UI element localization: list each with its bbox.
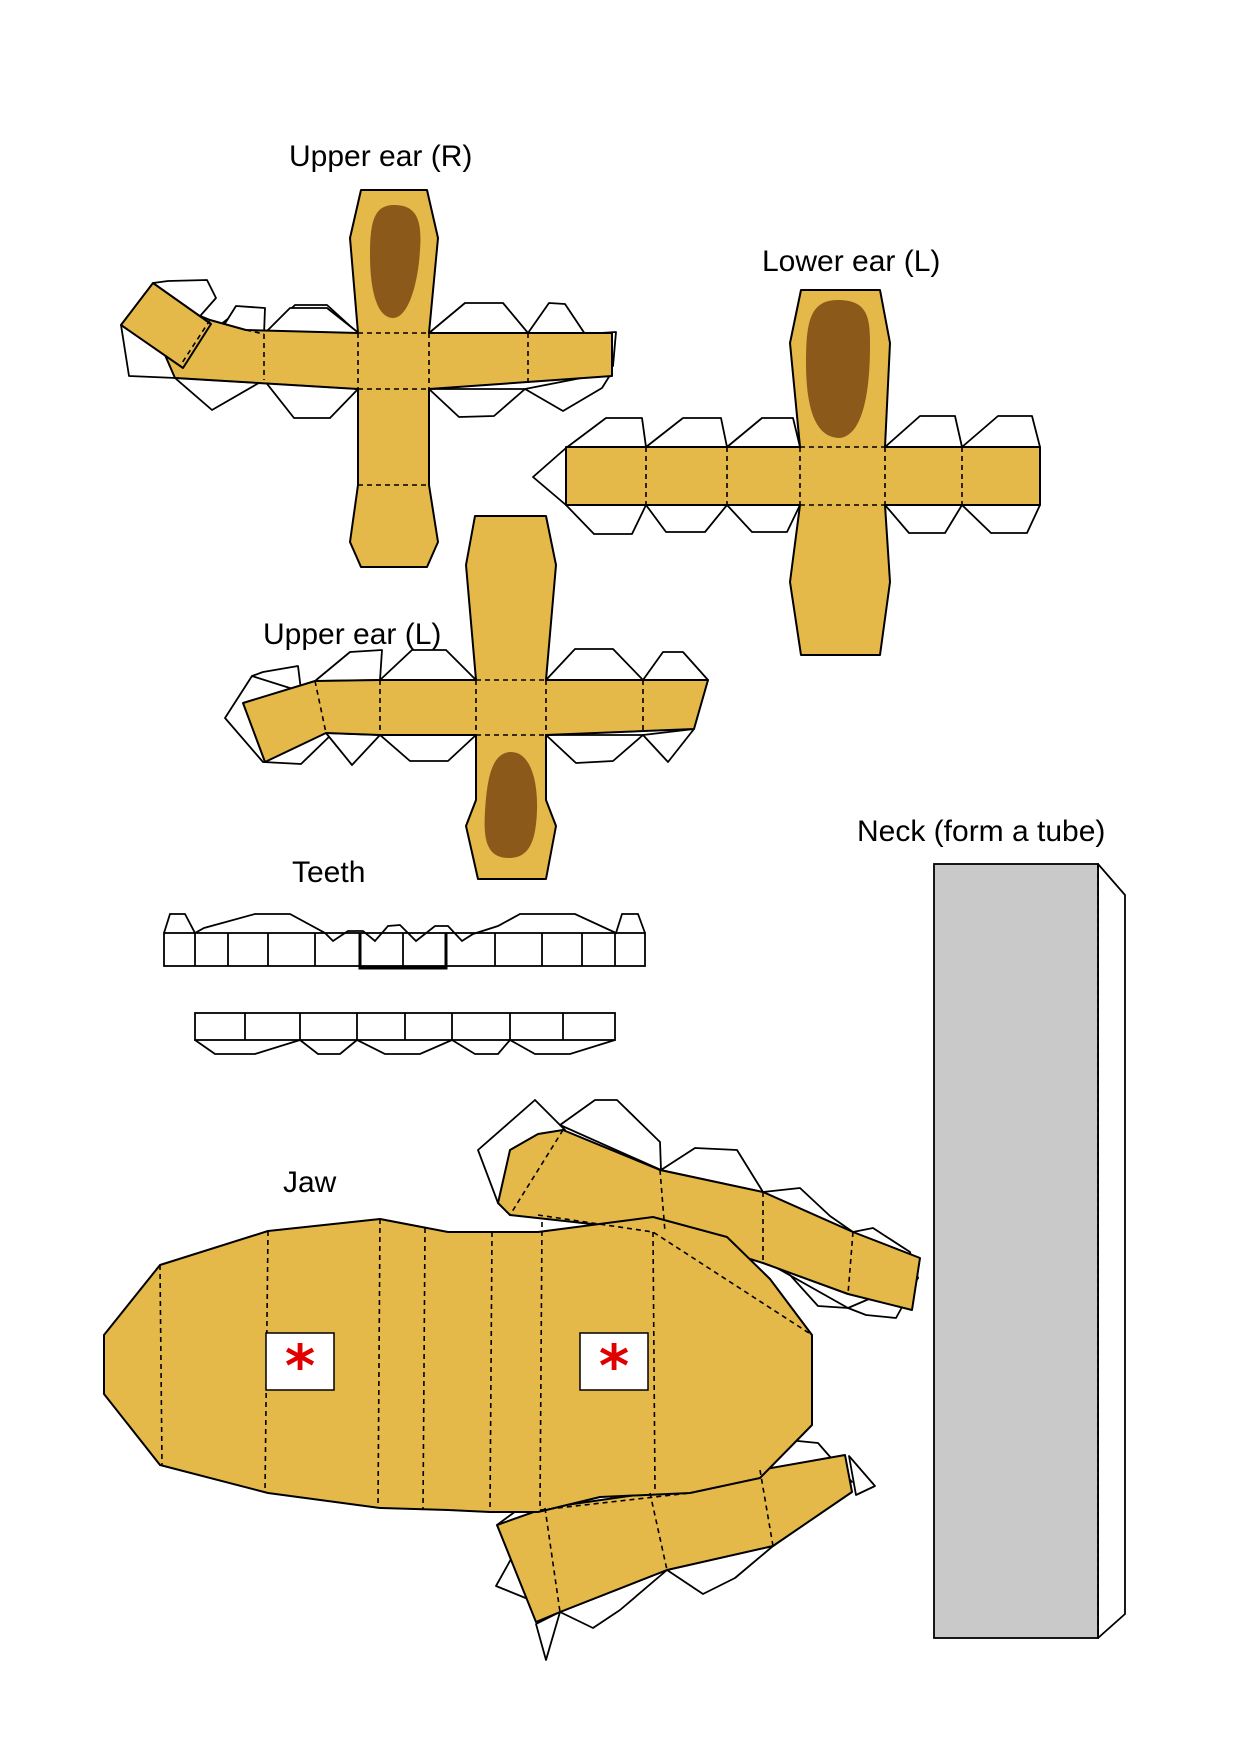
jaw-arm-upper — [497, 1129, 921, 1311]
label-teeth: Teeth — [292, 856, 365, 889]
fold-line — [847, 1231, 854, 1295]
neck-glue-flap — [1097, 863, 1126, 1639]
ear-body — [242, 515, 709, 880]
ear-tab-arm — [120, 282, 212, 369]
glue-tab — [565, 504, 647, 535]
glue-tab — [527, 302, 586, 335]
upper-ear-left-piece — [224, 515, 709, 880]
glue-tab — [565, 417, 647, 449]
glue-tab — [428, 388, 526, 418]
teeth-tab-outline — [163, 913, 646, 943]
fold-line — [174, 377, 359, 390]
label-neck: Neck (form a tube) — [857, 815, 1105, 848]
jaw-arm-lower — [496, 1454, 853, 1623]
label-lower-ear-left: Lower ear (L) — [762, 245, 940, 278]
fold-line — [659, 1169, 666, 1233]
fold-line — [539, 1221, 543, 1511]
teeth-lower-strip — [194, 1012, 616, 1055]
label-upper-ear-right: Upper ear (R) — [289, 140, 472, 173]
glue-tab — [884, 504, 963, 534]
fold-line — [539, 1477, 761, 1511]
glue-tab — [961, 504, 1041, 534]
ear-body — [157, 189, 613, 568]
inner-ear-patch — [484, 752, 538, 858]
fold-line — [537, 1214, 813, 1336]
fold-line — [179, 319, 211, 367]
glue-mark-left: * — [285, 1332, 315, 1400]
glue-tab — [532, 447, 567, 506]
fold-line — [377, 1218, 381, 1509]
glue-tab — [642, 651, 709, 681]
fold-line — [264, 1230, 269, 1494]
glue-window-left — [265, 1332, 335, 1391]
teeth-row — [163, 932, 646, 967]
fold-line — [489, 1231, 493, 1513]
glue-tab — [726, 504, 801, 533]
neck-piece — [933, 863, 1126, 1639]
glue-tab — [545, 648, 644, 681]
label-jaw: Jaw — [283, 1166, 337, 1199]
glue-tab — [379, 734, 477, 762]
glue-tab — [642, 728, 695, 763]
fold-line — [245, 329, 265, 335]
label-upper-ear-left: Upper ear (L) — [263, 618, 441, 651]
glue-tab — [726, 417, 801, 448]
teeth-upper-strip — [163, 913, 646, 970]
glue-tab — [314, 649, 383, 682]
glue-tab — [428, 302, 529, 334]
ear-body — [565, 289, 1041, 656]
glue-tab — [645, 417, 728, 448]
inner-ear-patch — [370, 205, 421, 318]
inner-ear-patch — [806, 300, 870, 438]
glue-tab — [961, 415, 1041, 448]
fold-line — [509, 1129, 564, 1216]
fold-line — [649, 1492, 668, 1571]
lower-ear-left-piece — [532, 289, 1041, 656]
teeth-tab-outline — [194, 1038, 616, 1055]
fold-line — [422, 1227, 426, 1511]
fold-line — [159, 1264, 163, 1466]
glue-tab — [848, 1455, 876, 1496]
glue-tab — [379, 649, 477, 681]
upper-ear-right-piece — [120, 189, 617, 568]
glue-tab — [545, 734, 644, 764]
glue-mark-right: * — [599, 1332, 629, 1400]
glue-tab — [325, 732, 381, 766]
glue-tab — [884, 415, 963, 448]
glue-window-right — [579, 1332, 649, 1391]
jaw-body — [103, 1216, 813, 1513]
jaw-piece: * * — [103, 1099, 921, 1661]
glue-tab — [645, 504, 728, 533]
neck-tube-panel — [933, 863, 1099, 1639]
fold-line — [759, 1469, 774, 1547]
fold-line — [652, 1231, 656, 1493]
